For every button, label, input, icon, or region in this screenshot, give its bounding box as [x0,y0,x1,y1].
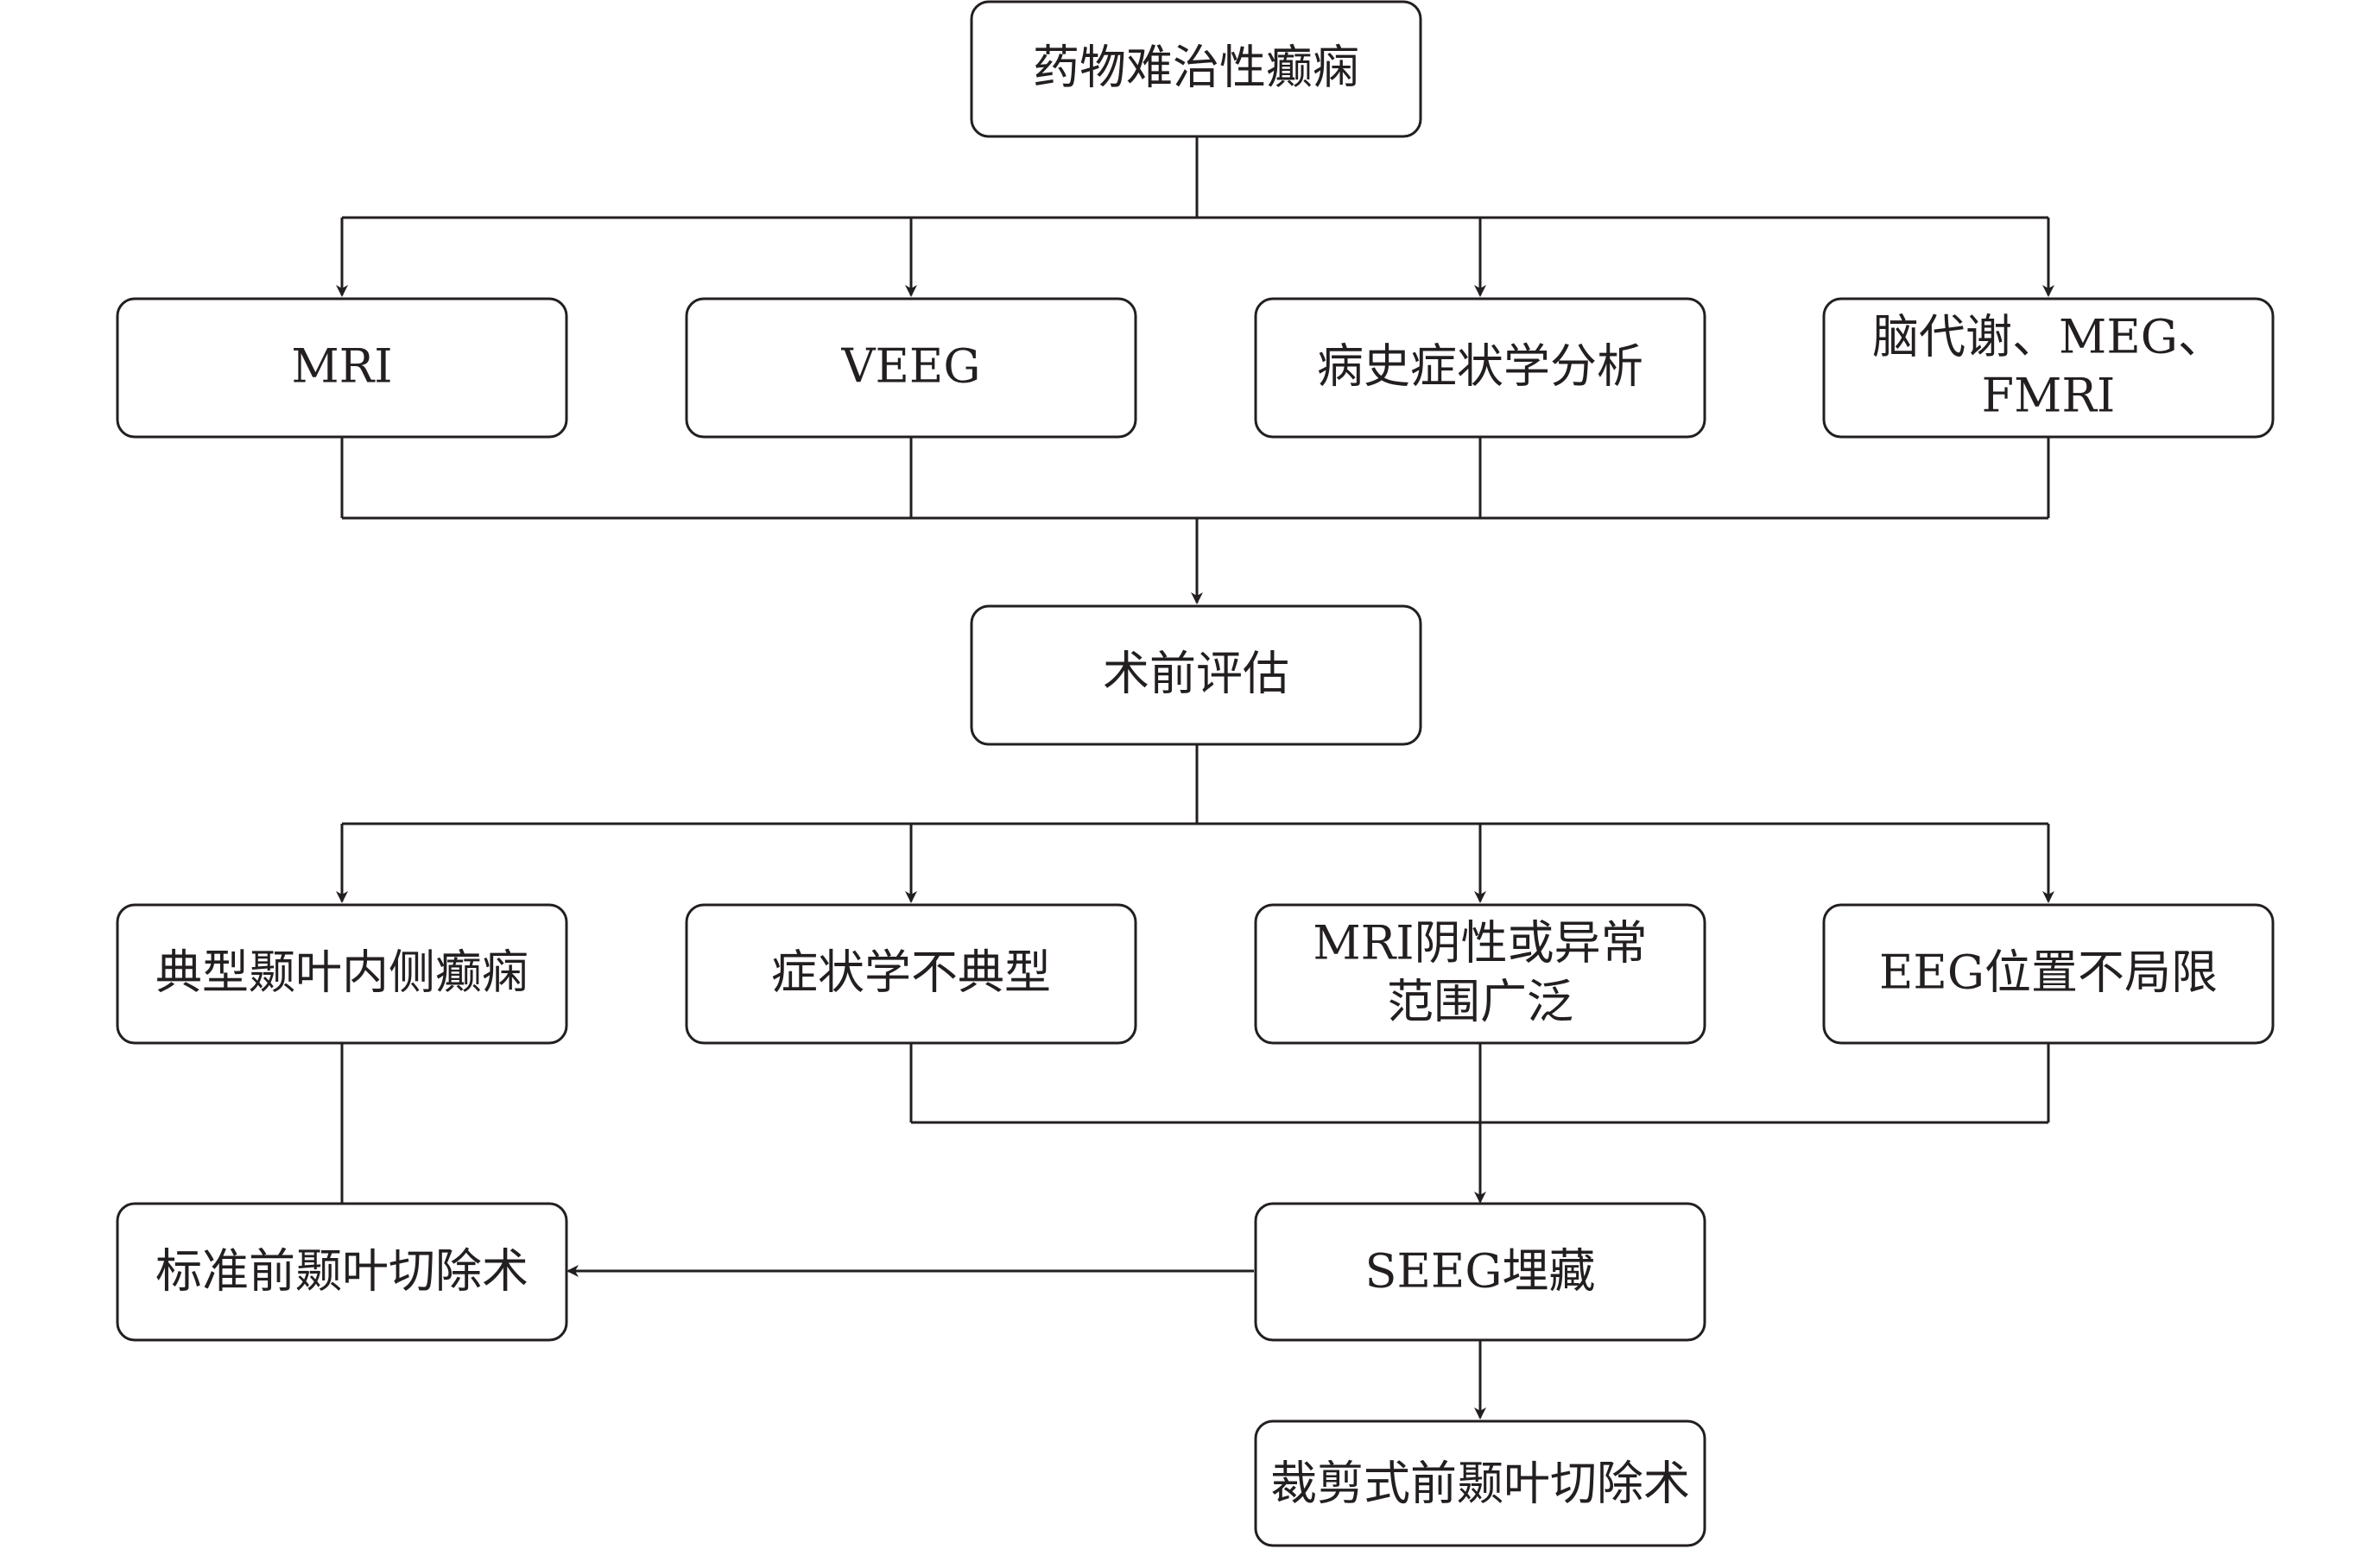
node-mri-negative-label-2: 范围广泛 [1387,975,1573,1029]
node-typical-label: 典型颞叶内侧癫痫 [155,945,529,1000]
node-metabolism: 脑代谢、MEG、 FMRI [1822,297,2275,439]
node-mri-label: MRI [291,339,392,394]
node-root: 药物难治性癫痫 [970,0,1422,138]
node-tailored-label: 裁剪式前颞叶切除术 [1270,1457,1690,1511]
node-mri-negative-label-1: MRI阴性或异常 [1313,916,1647,970]
node-preop: 术前评估 [970,604,1422,746]
node-history: 病史症状学分析 [1254,297,1706,439]
edges [336,136,2054,1419]
node-eeg: EEG位置不局限 [1822,903,2275,1045]
node-mri: MRI [116,297,568,439]
node-metabolism-label-2: FMRI [1982,369,2116,423]
node-standard-label: 标准前颞叶切除术 [155,1244,529,1299]
node-standard: 标准前颞叶切除术 [116,1202,568,1342]
node-preop-label: 术前评估 [1103,647,1289,701]
node-metabolism-label-1: 脑代谢、MEG、 [1872,310,2225,364]
node-mri-negative: MRI阴性或异常 范围广泛 [1254,903,1706,1045]
node-seeg-label: SEEG埋藏 [1365,1244,1596,1299]
node-history-label: 病史症状学分析 [1317,339,1643,394]
node-eeg-label: EEG位置不局限 [1879,945,2218,1000]
node-veeg-label: VEEG [841,339,981,394]
node-typical: 典型颞叶内侧癫痫 [116,903,568,1045]
node-atypical: 症状学不典型 [685,903,1137,1045]
node-seeg: SEEG埋藏 [1254,1202,1706,1342]
node-root-label: 药物难治性癫痫 [1033,41,1359,95]
node-atypical-label: 症状学不典型 [771,945,1051,1000]
node-veeg: VEEG [685,297,1137,439]
node-tailored: 裁剪式前颞叶切除术 [1254,1419,1706,1547]
